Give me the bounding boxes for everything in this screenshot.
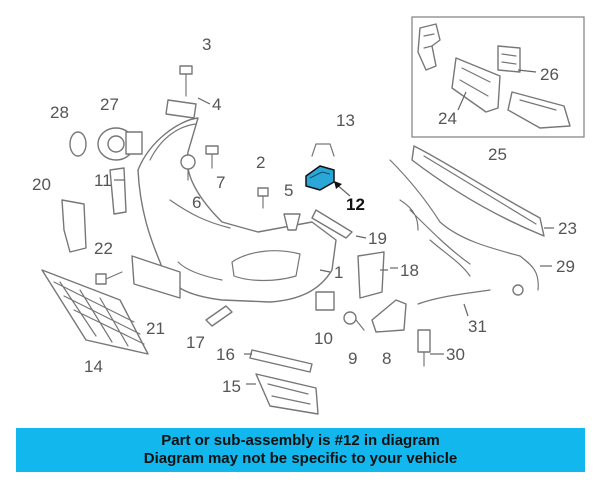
callout-17: 17: [186, 333, 205, 352]
screw-3: [179, 65, 193, 97]
callout-23: 23: [558, 219, 577, 238]
callout-25: 25: [488, 145, 507, 164]
bracket-24: [451, 57, 501, 113]
callout-10: 10: [314, 329, 333, 348]
sensor-27: [97, 127, 143, 161]
info-banner: Part or sub-assembly is #12 in diagram D…: [16, 428, 585, 472]
callout-27: 27: [100, 95, 119, 114]
callout-21: 21: [146, 319, 165, 338]
strip-17: [205, 305, 233, 327]
callout-15: 15: [222, 377, 241, 396]
callout-1: 1: [334, 263, 343, 282]
callout-2: 2: [256, 153, 265, 172]
screw-2: [257, 187, 269, 209]
license-bracket-21: [131, 255, 181, 299]
callout-28: 28: [50, 103, 69, 122]
callout-19: 19: [368, 229, 387, 248]
bracket-26: [497, 45, 521, 73]
callout-18: 18: [400, 261, 419, 280]
mount-10: [315, 291, 335, 311]
harness-connector: [512, 284, 524, 296]
callout-29: 29: [556, 257, 575, 276]
banner-line-2: Diagram may not be specific to your vehi…: [143, 450, 458, 467]
callout-24: 24: [438, 109, 457, 128]
banner-line-1: Part or sub-assembly is #12 in diagram: [161, 432, 440, 449]
bracket-20: [61, 199, 87, 253]
callout-13: 13: [336, 111, 355, 130]
callout-16: 16: [216, 345, 235, 364]
bolt-22: [95, 271, 123, 285]
bolt-9: [343, 311, 365, 331]
parts-diagram: 3 4 28 27 13 2 7 11 20 5 6 12 19 23 22 1…: [32, 16, 585, 415]
inset-bracket-left: [417, 23, 441, 71]
callout-6: 6: [192, 193, 201, 212]
callout-30: 30: [446, 345, 465, 364]
callout-9: 9: [348, 349, 357, 368]
callout-12: 12: [346, 195, 365, 214]
bolt-6: [180, 154, 196, 181]
bumper-cover: [137, 117, 337, 303]
bracket-11: [109, 167, 127, 215]
callout-20: 20: [32, 175, 51, 194]
strip-16: [249, 349, 313, 373]
grille-14: [41, 269, 149, 355]
callout-11: 11: [94, 171, 112, 190]
callout-7: 7: [216, 173, 225, 192]
harness-29: [389, 159, 539, 291]
impact-bar-23: [411, 145, 545, 237]
callout-31: 31: [468, 317, 487, 336]
panel-18: [357, 251, 385, 299]
callout-14: 14: [84, 357, 103, 376]
callout-3: 3: [202, 35, 211, 54]
inset-box: [411, 16, 585, 138]
sensor-30: [417, 329, 431, 367]
housing-15: [255, 373, 319, 415]
callout-26: 26: [540, 65, 559, 84]
callout-5: 5: [284, 181, 293, 200]
inset-bracket-right: [507, 91, 571, 129]
clip-5: [283, 213, 301, 231]
ring-28: [69, 131, 87, 157]
callout-22: 22: [94, 239, 113, 258]
bolt-7: [205, 145, 219, 169]
callout-4: 4: [212, 95, 221, 114]
trim-19: [311, 209, 353, 239]
bracket-4: [165, 99, 197, 119]
callout-8: 8: [382, 349, 391, 368]
bracket-8: [371, 299, 407, 333]
part-12-highlighted: [305, 165, 335, 191]
clip-13: [311, 143, 335, 157]
cable-31: [417, 289, 491, 305]
